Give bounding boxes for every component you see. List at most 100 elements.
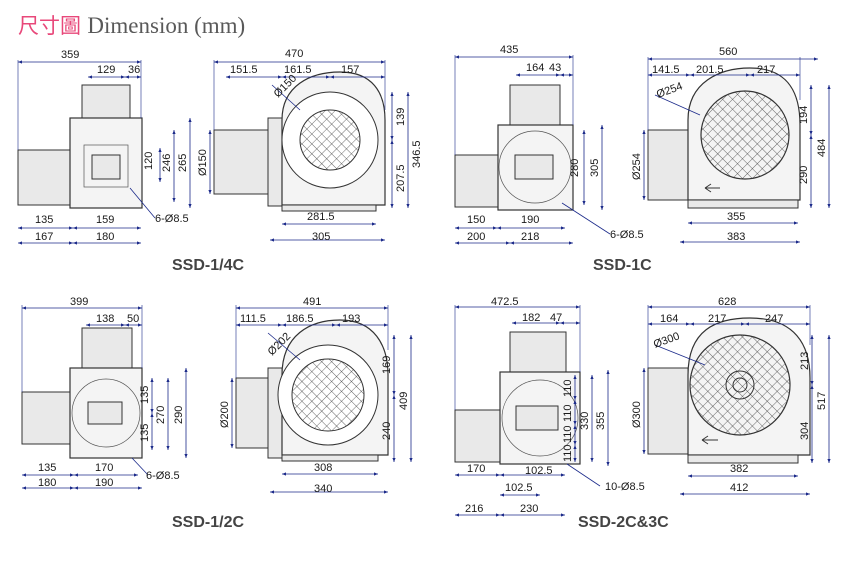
- dim-label: 435: [500, 44, 518, 56]
- inlet-ring: [71, 378, 141, 448]
- title-english: Dimension (mm): [87, 13, 246, 38]
- ssd-1c-front-view: [642, 57, 831, 244]
- dim-label: 270: [155, 406, 167, 424]
- page-title: 尺寸圖 Dimension (mm): [18, 10, 245, 41]
- dim-label: 290: [798, 166, 810, 184]
- ssd-2c-3c-front-view: [642, 305, 831, 496]
- dim-label: 207.5: [395, 164, 407, 192]
- dim-label: 180: [96, 231, 114, 243]
- dim-label: 170: [95, 462, 113, 474]
- inlet-duct: [213, 129, 273, 195]
- dim-label: 135: [35, 214, 53, 226]
- inlet-grille: [87, 401, 123, 425]
- dim-label: 308: [314, 462, 332, 474]
- dim-label: 194: [798, 106, 810, 124]
- dim-label: 47: [550, 312, 562, 324]
- ssd-1c-side-view: [454, 55, 611, 245]
- dim-label: 151.5: [230, 64, 258, 76]
- base-plate: [687, 454, 799, 464]
- dim-label: 517: [816, 392, 828, 410]
- dim-label: Ø300: [652, 330, 681, 350]
- dim-label: 141.5: [652, 64, 680, 76]
- dim-label: 110: [562, 444, 574, 462]
- dim-label: 111.5: [240, 313, 266, 325]
- dim-label: 628: [718, 296, 736, 308]
- dim-label: 355: [595, 412, 607, 430]
- dim-label: 110: [562, 404, 574, 422]
- dim-label: 36: [128, 64, 140, 76]
- ssd-1-2c-front-view: [230, 305, 413, 494]
- dim-label: 305: [589, 159, 601, 177]
- ssd-1-4c-front-view: [208, 60, 410, 242]
- hub-center: [732, 377, 748, 393]
- inlet-grille: [91, 154, 121, 180]
- dim-label: 102.5: [505, 482, 533, 494]
- dim-label: 281.5: [307, 211, 335, 223]
- dim-label: 161.5: [284, 64, 312, 76]
- dim-label: 110: [562, 425, 574, 443]
- outlet-top: [81, 327, 133, 374]
- inlet-ring: [498, 130, 572, 204]
- dim-label: Ø300: [631, 401, 643, 428]
- dim-label: 470: [285, 48, 303, 60]
- dim-label: Ø254: [655, 80, 684, 100]
- base-plate: [281, 204, 377, 212]
- dim-label: 50: [127, 313, 139, 325]
- dim-label: 150: [467, 214, 485, 226]
- dim-label: Ø254: [631, 153, 643, 180]
- outlet-top: [509, 84, 561, 131]
- dim-label: 247: [765, 313, 783, 325]
- inlet-grille: [515, 405, 559, 431]
- dim-label: 305: [312, 231, 330, 243]
- hole-note: 10-Ø8.5: [605, 481, 645, 493]
- dim-label: 246: [161, 154, 173, 172]
- dim-label: 484: [816, 139, 828, 157]
- dim-label: 216: [465, 503, 483, 515]
- hole-note: 6-Ø8.5: [610, 229, 644, 241]
- dim-label: 217: [757, 64, 775, 76]
- dim-label: 157: [341, 64, 359, 76]
- title-chinese: 尺寸圖: [18, 14, 81, 38]
- motor-body: [21, 391, 75, 445]
- dim-label: 280: [569, 159, 581, 177]
- intake-grille: [291, 358, 365, 432]
- dim-label: 265: [177, 154, 189, 172]
- dim-label: 167: [35, 231, 53, 243]
- motor-body: [454, 409, 504, 463]
- airflow-arrow-icon: [701, 435, 718, 445]
- dim-label: 230: [520, 503, 538, 515]
- dim-label: 190: [95, 477, 113, 489]
- model-name: SSD-2C&3C: [578, 514, 669, 531]
- dim-label: 355: [727, 211, 745, 223]
- hub: [725, 370, 755, 400]
- airflow-arrow-icon: [704, 183, 720, 193]
- hole-note: 6-Ø8.5: [146, 470, 180, 482]
- model-name: SSD-1/2C: [172, 514, 244, 531]
- dim-label: 164: [660, 313, 678, 325]
- inlet-grille: [514, 154, 554, 180]
- intake-grille: [700, 90, 790, 180]
- dim-label: 135: [139, 386, 151, 404]
- dim-label: Ø200: [219, 401, 231, 428]
- dim-label: 110: [562, 379, 574, 397]
- dim-label: 560: [719, 46, 737, 58]
- dim-label: 170: [467, 463, 485, 475]
- dim-label: 201.5: [696, 64, 724, 76]
- dim-label: 218: [521, 231, 539, 243]
- inlet-frame: [83, 144, 129, 188]
- dim-label: 217: [708, 313, 726, 325]
- ssd-1-2c-side-view: [21, 305, 188, 490]
- inlet-duct: [647, 129, 691, 201]
- dim-label: 382: [730, 463, 748, 475]
- dim-label: 409: [398, 392, 410, 410]
- intake-grille: [689, 334, 791, 436]
- inlet-ring: [501, 379, 579, 457]
- inlet-duct: [235, 377, 273, 449]
- ssd-1-4c-side-view: [17, 60, 192, 245]
- dim-label: 200: [467, 231, 485, 243]
- dim-label: 330: [579, 412, 591, 430]
- motor-body: [17, 149, 74, 206]
- dim-label: 135: [38, 462, 56, 474]
- base-plate: [687, 199, 799, 209]
